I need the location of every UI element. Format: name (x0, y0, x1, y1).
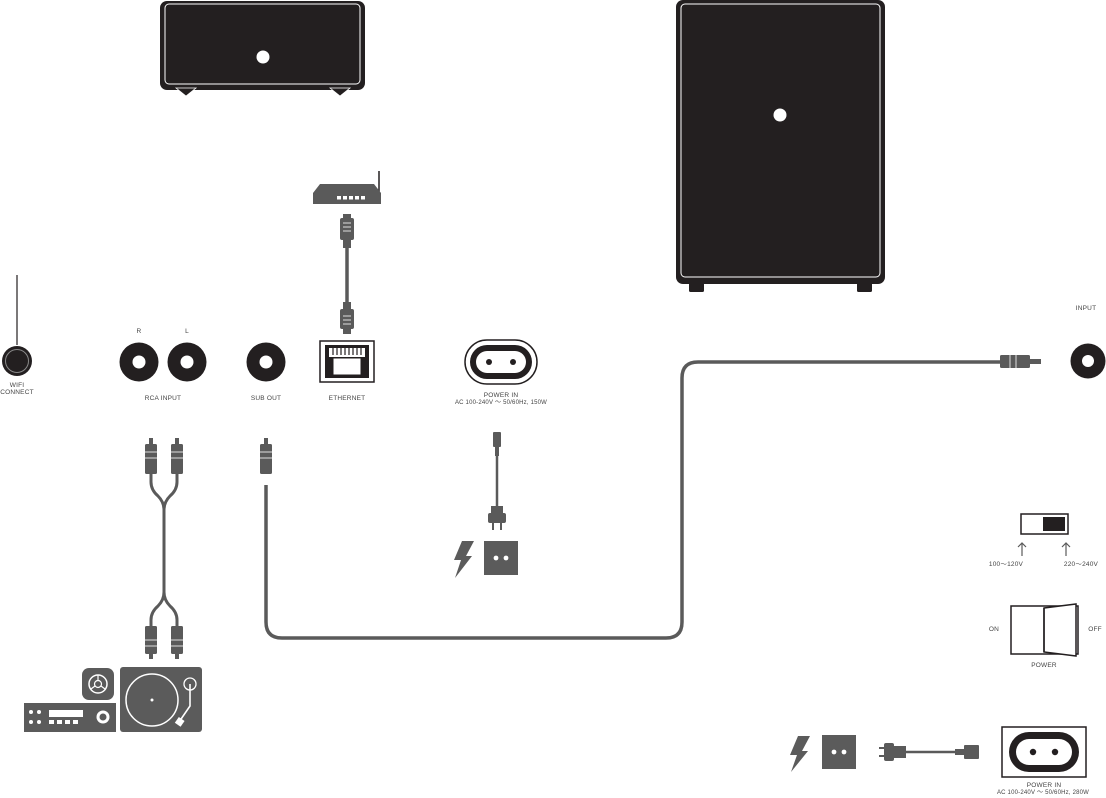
rca-y-cable (151, 473, 177, 628)
sub-input-jack[interactable] (1071, 344, 1106, 379)
power-label: POWER (1024, 662, 1064, 669)
ethernet-plug-icon (340, 214, 354, 248)
rca-plug-icon (171, 626, 183, 659)
rca-plug-icon (145, 626, 157, 659)
power-in-spec: AC 100-240V ～ 50/60Hz, 150W (431, 400, 571, 407)
wifi-connect-button[interactable] (2, 275, 32, 376)
router (313, 171, 381, 204)
wall-socket-icon (484, 541, 518, 575)
sub-power-in-inlet[interactable] (1002, 727, 1086, 777)
amplifier (24, 703, 116, 732)
subwoofer (676, 0, 885, 292)
power-plug-icon (493, 432, 501, 456)
power-in-title: POWER IN (451, 392, 551, 399)
voltage-high-label: 220～240V (1058, 561, 1104, 568)
wifi-connect-label: WIFI CONNECT (0, 382, 34, 396)
voltage-selector-switch[interactable] (1021, 514, 1068, 534)
lightning-icon (790, 736, 810, 772)
sub-out-label: SUB OUT (236, 395, 296, 402)
rca-plug-icon (171, 438, 183, 474)
lightning-icon (454, 541, 474, 578)
power-in-inlet[interactable] (465, 340, 537, 384)
rca-input-left-jack[interactable] (168, 343, 207, 382)
power-rocker-switch[interactable] (1011, 604, 1078, 656)
sub-power-in-title: POWER IN (1014, 782, 1074, 789)
rca-plug-icon (260, 438, 272, 474)
speaker (160, 1, 365, 96)
wall-plug-icon (879, 743, 906, 761)
arrow-up-icon (1018, 543, 1026, 556)
rca-plug-icon (145, 438, 157, 474)
wall-socket-icon (822, 735, 856, 769)
sub-input-label: INPUT (1066, 305, 1106, 312)
rca-input-right-jack[interactable] (120, 343, 159, 382)
rca-left-label: L (177, 328, 197, 335)
voltage-low-label: 100～120V (984, 561, 1028, 568)
chromecast-icon (82, 668, 114, 700)
wall-plug-icon (488, 506, 506, 530)
power-on-label: ON (985, 626, 1003, 633)
rca-right-label: R (129, 328, 149, 335)
ethernet-label: ETHERNET (312, 395, 382, 402)
arrow-up-icon (1062, 543, 1070, 556)
power-off-label: OFF (1084, 626, 1106, 633)
sub-cable (266, 362, 1000, 638)
power-plug-icon (955, 745, 979, 759)
turntable (120, 667, 202, 732)
sub-power-in-spec: AC 100-240V ～ 50/60Hz, 280W (980, 790, 1106, 797)
rca-input-label: RCA INPUT (128, 395, 198, 402)
ethernet-port[interactable] (320, 341, 374, 382)
ethernet-plug-icon (340, 302, 354, 334)
sub-out-jack[interactable] (247, 343, 286, 382)
rca-plug-icon (1000, 355, 1041, 368)
